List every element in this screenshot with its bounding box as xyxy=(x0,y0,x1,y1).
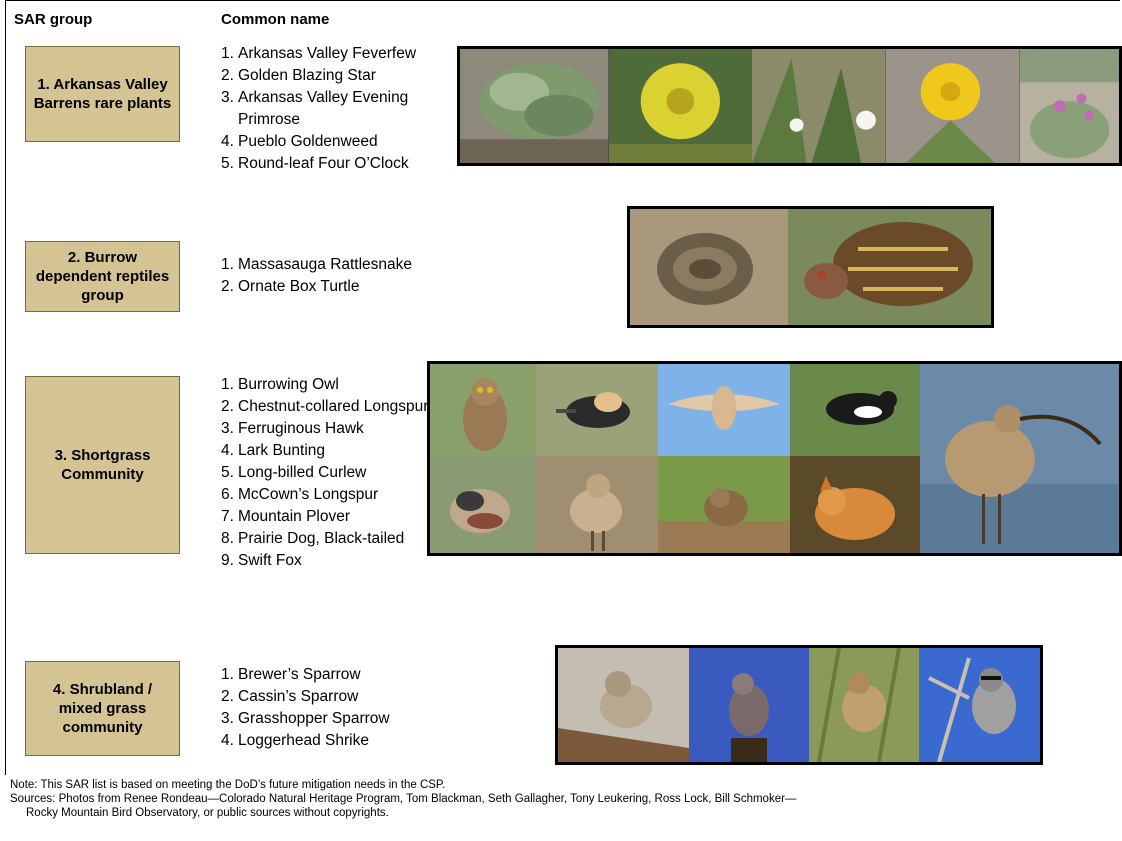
species-list-shrubland: 1.Brewer’s Sparrow 2.Cassin’s Sparrow 3.… xyxy=(221,664,461,752)
photo-lark-bunting xyxy=(790,364,920,456)
list-item: 2.Golden Blazing Star xyxy=(221,67,376,84)
species-list-arkansas-valley: 1.Arkansas Valley Feverfew 2.Golden Blaz… xyxy=(221,43,456,175)
photo-strip-shrubland xyxy=(555,645,1043,765)
sources-text-line2: Rocky Mountain Bird Observatory, or publ… xyxy=(26,807,389,819)
list-item: 7.Mountain Plover xyxy=(221,508,351,525)
list-item: 4.Lark Bunting xyxy=(221,442,326,459)
species-list-burrow-reptiles: 1.Massasauga Rattlesnake 2.Ornate Box Tu… xyxy=(221,254,461,298)
group-box-shrubland: 4. Shrubland / mixed grass community xyxy=(25,661,180,756)
sources-text-line1: Sources: Photos from Renee Rondeau—Color… xyxy=(10,793,797,805)
list-item: 4.Loggerhead Shrike xyxy=(221,732,369,749)
photo-swift-fox xyxy=(790,456,920,553)
photo-chestnut-collared-longspur xyxy=(536,364,658,456)
photo-burrowing-owl xyxy=(430,364,536,456)
photo-prairie-dog xyxy=(658,456,790,553)
list-item: 8.Prairie Dog, Black-tailed xyxy=(221,530,405,547)
photo-cassins-sparrow xyxy=(689,648,809,762)
list-item: 1.Burrowing Owl xyxy=(221,376,339,393)
photo-ornate-box-turtle xyxy=(788,209,991,325)
list-item: 5.Long-billed Curlew xyxy=(221,464,367,481)
group-box-shortgrass: 3. Shortgrass Community xyxy=(25,376,180,554)
list-item: 3.Grasshopper Sparrow xyxy=(221,710,390,727)
photo-golden-blazing-star xyxy=(608,49,753,163)
list-item: 2.Ornate Box Turtle xyxy=(221,278,360,295)
photo-evening-primrose xyxy=(752,49,887,163)
list-item: 1.Brewer’s Sparrow xyxy=(221,666,361,683)
list-item: 9.Swift Fox xyxy=(221,552,302,569)
list-item: 1.Massasauga Rattlesnake xyxy=(221,256,413,273)
photo-feverfew xyxy=(460,49,609,163)
photo-grasshopper-sparrow xyxy=(809,648,919,762)
photo-long-billed-curlew xyxy=(920,364,1119,553)
group-box-burrow-reptiles: 2. Burrow dependent reptiles group xyxy=(25,241,180,312)
list-item: 2.Chestnut-collared Longspur xyxy=(221,398,429,415)
list-item: 6.McCown’s Longspur xyxy=(221,486,379,503)
list-item: 5.Round-leaf Four O’Clock xyxy=(221,155,409,172)
photo-ferruginous-hawk xyxy=(658,364,790,456)
list-item: 3.Ferruginous Hawk xyxy=(221,420,364,437)
common-name-header: Common name xyxy=(221,11,330,28)
page-frame xyxy=(5,0,1120,775)
photo-massasauga-rattlesnake xyxy=(630,209,788,325)
photo-strip-plants xyxy=(457,46,1122,166)
photo-grid-shortgrass xyxy=(427,361,1122,556)
photo-round-leaf-four-oclock xyxy=(1019,49,1119,163)
note-text: Note: This SAR list is based on meeting … xyxy=(10,779,446,791)
group-box-arkansas-valley: 1. Arkansas Valley Barrens rare plants xyxy=(25,46,180,142)
list-item: 2.Cassin’s Sparrow xyxy=(221,688,359,705)
photo-loggerhead-shrike xyxy=(919,648,1040,762)
list-item: 3.Arkansas Valley Evening Primrose xyxy=(221,89,409,128)
photo-mccowns-longspur xyxy=(430,456,536,553)
list-item: 4.Pueblo Goldenweed xyxy=(221,133,378,150)
list-item: 1.Arkansas Valley Feverfew xyxy=(221,45,417,62)
photo-mountain-plover xyxy=(536,456,658,553)
sar-group-header: SAR group xyxy=(14,11,93,28)
photo-pueblo-goldenweed xyxy=(886,49,1020,163)
photo-brewers-sparrow xyxy=(558,648,689,762)
photo-strip-reptiles xyxy=(627,206,994,328)
species-list-shortgrass: 1.Burrowing Owl 2.Chestnut-collared Long… xyxy=(221,374,451,572)
